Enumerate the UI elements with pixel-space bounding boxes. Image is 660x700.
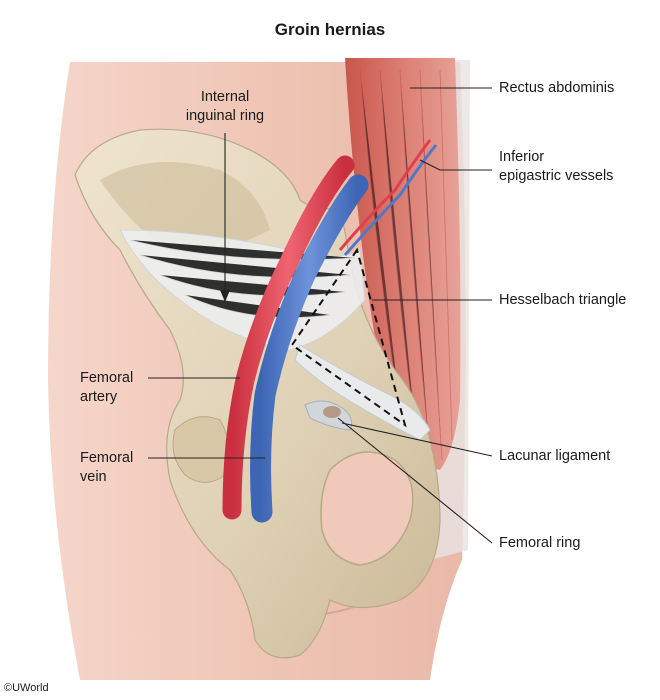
label-internal-inguinal-ring: Internal inguinal ring bbox=[170, 88, 280, 126]
label-inferior-epigastric-vessels: Inferior epigastric vessels bbox=[499, 148, 613, 186]
rectus-abdominis-muscle bbox=[345, 58, 461, 470]
muscle-fibers bbox=[359, 69, 453, 461]
label-hesselbach-triangle: Hesselbach triangle bbox=[499, 292, 627, 308]
obturator-foramen bbox=[320, 451, 414, 566]
label-femoral-vein: Femoral vein bbox=[80, 449, 133, 487]
diagram-title: Groin hernias bbox=[274, 20, 386, 39]
label-line: Inferior bbox=[499, 149, 545, 165]
femoral-vein-vessel bbox=[250, 174, 369, 523]
copyright-text: ©UWorld bbox=[4, 682, 49, 694]
label-line: Femoral bbox=[80, 370, 134, 386]
inferior-epigastric-artery bbox=[338, 139, 432, 251]
label-line: inguinal ring bbox=[185, 108, 265, 124]
leader-lines bbox=[148, 87, 493, 544]
label-femoral-artery: Femoral artery bbox=[80, 369, 133, 407]
label-line: vein bbox=[80, 469, 107, 485]
femoral-artery-vessel bbox=[222, 155, 355, 520]
inferior-epigastric-vein bbox=[343, 144, 438, 256]
label-line: Femoral bbox=[80, 450, 134, 466]
iliac-fossa bbox=[100, 162, 270, 260]
ring-arrowhead bbox=[220, 290, 230, 302]
label-line: Internal bbox=[200, 89, 250, 105]
label-line: artery bbox=[80, 389, 118, 405]
label-femoral-ring: Femoral ring bbox=[499, 535, 581, 551]
hesselbach-triangle-outline bbox=[290, 247, 407, 428]
label-line: epigastric vessels bbox=[499, 168, 614, 184]
femoral-ring-opening bbox=[323, 406, 341, 418]
label-lacunar-ligament: Lacunar ligament bbox=[499, 448, 611, 464]
spermatic-cord bbox=[294, 344, 431, 441]
label-rectus-abdominis: Rectus abdominis bbox=[499, 80, 615, 96]
